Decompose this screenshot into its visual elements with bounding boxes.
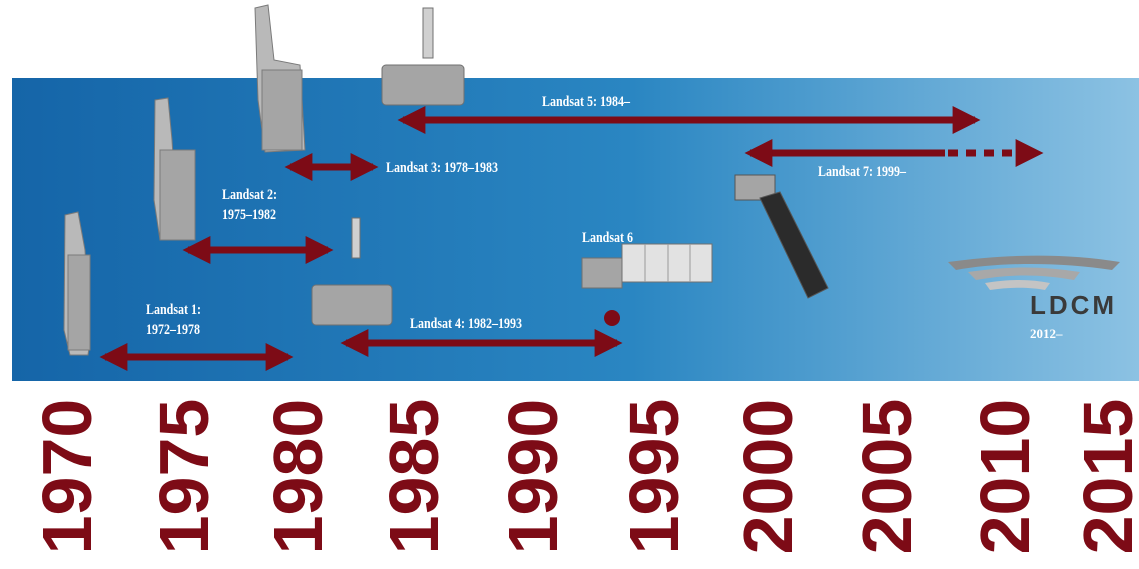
year-1980: 1980 bbox=[259, 398, 337, 555]
landsat-3-label: Landsat 3: 1978–1983 bbox=[386, 160, 499, 176]
year-2005: 2005 bbox=[848, 398, 926, 555]
ldcm-logo-text: LDCM bbox=[1030, 290, 1118, 320]
year-1975: 1975 bbox=[145, 398, 223, 555]
year-1995: 1995 bbox=[615, 398, 693, 555]
landsat-7-label: Landsat 7: 1999– bbox=[818, 164, 907, 180]
landsat-4-label: Landsat 4: 1982–1993 bbox=[410, 316, 523, 332]
landsat-6-label: Landsat 6 bbox=[582, 230, 634, 246]
year-2000: 2000 bbox=[729, 398, 807, 555]
landsat-2-label: Landsat 2: 1975–1982 bbox=[222, 187, 278, 223]
ldcm-logo-icon bbox=[948, 255, 1120, 290]
landsat-1-label: Landsat 1: 1972–1978 bbox=[146, 302, 202, 338]
landsat-7-satellite-icon bbox=[734, 174, 829, 299]
ldcm-year: 2012– bbox=[1030, 326, 1063, 341]
year-1970: 1970 bbox=[28, 398, 106, 555]
landsat-1-satellite-icon bbox=[63, 211, 91, 356]
landsat-6-satellite-icon bbox=[581, 243, 713, 326]
landsat-4-satellite-icon bbox=[311, 217, 393, 326]
landsat-5-label: Landsat 5: 1984– bbox=[542, 94, 631, 110]
landsat-3-satellite-icon bbox=[254, 4, 306, 153]
year-2010: 2010 bbox=[966, 398, 1044, 555]
landsat-2-satellite-icon bbox=[153, 97, 196, 241]
landsat-5-satellite-icon bbox=[381, 7, 465, 106]
year-1990: 1990 bbox=[494, 398, 572, 555]
year-2015: 2015 bbox=[1069, 398, 1139, 555]
year-1985: 1985 bbox=[375, 398, 453, 555]
